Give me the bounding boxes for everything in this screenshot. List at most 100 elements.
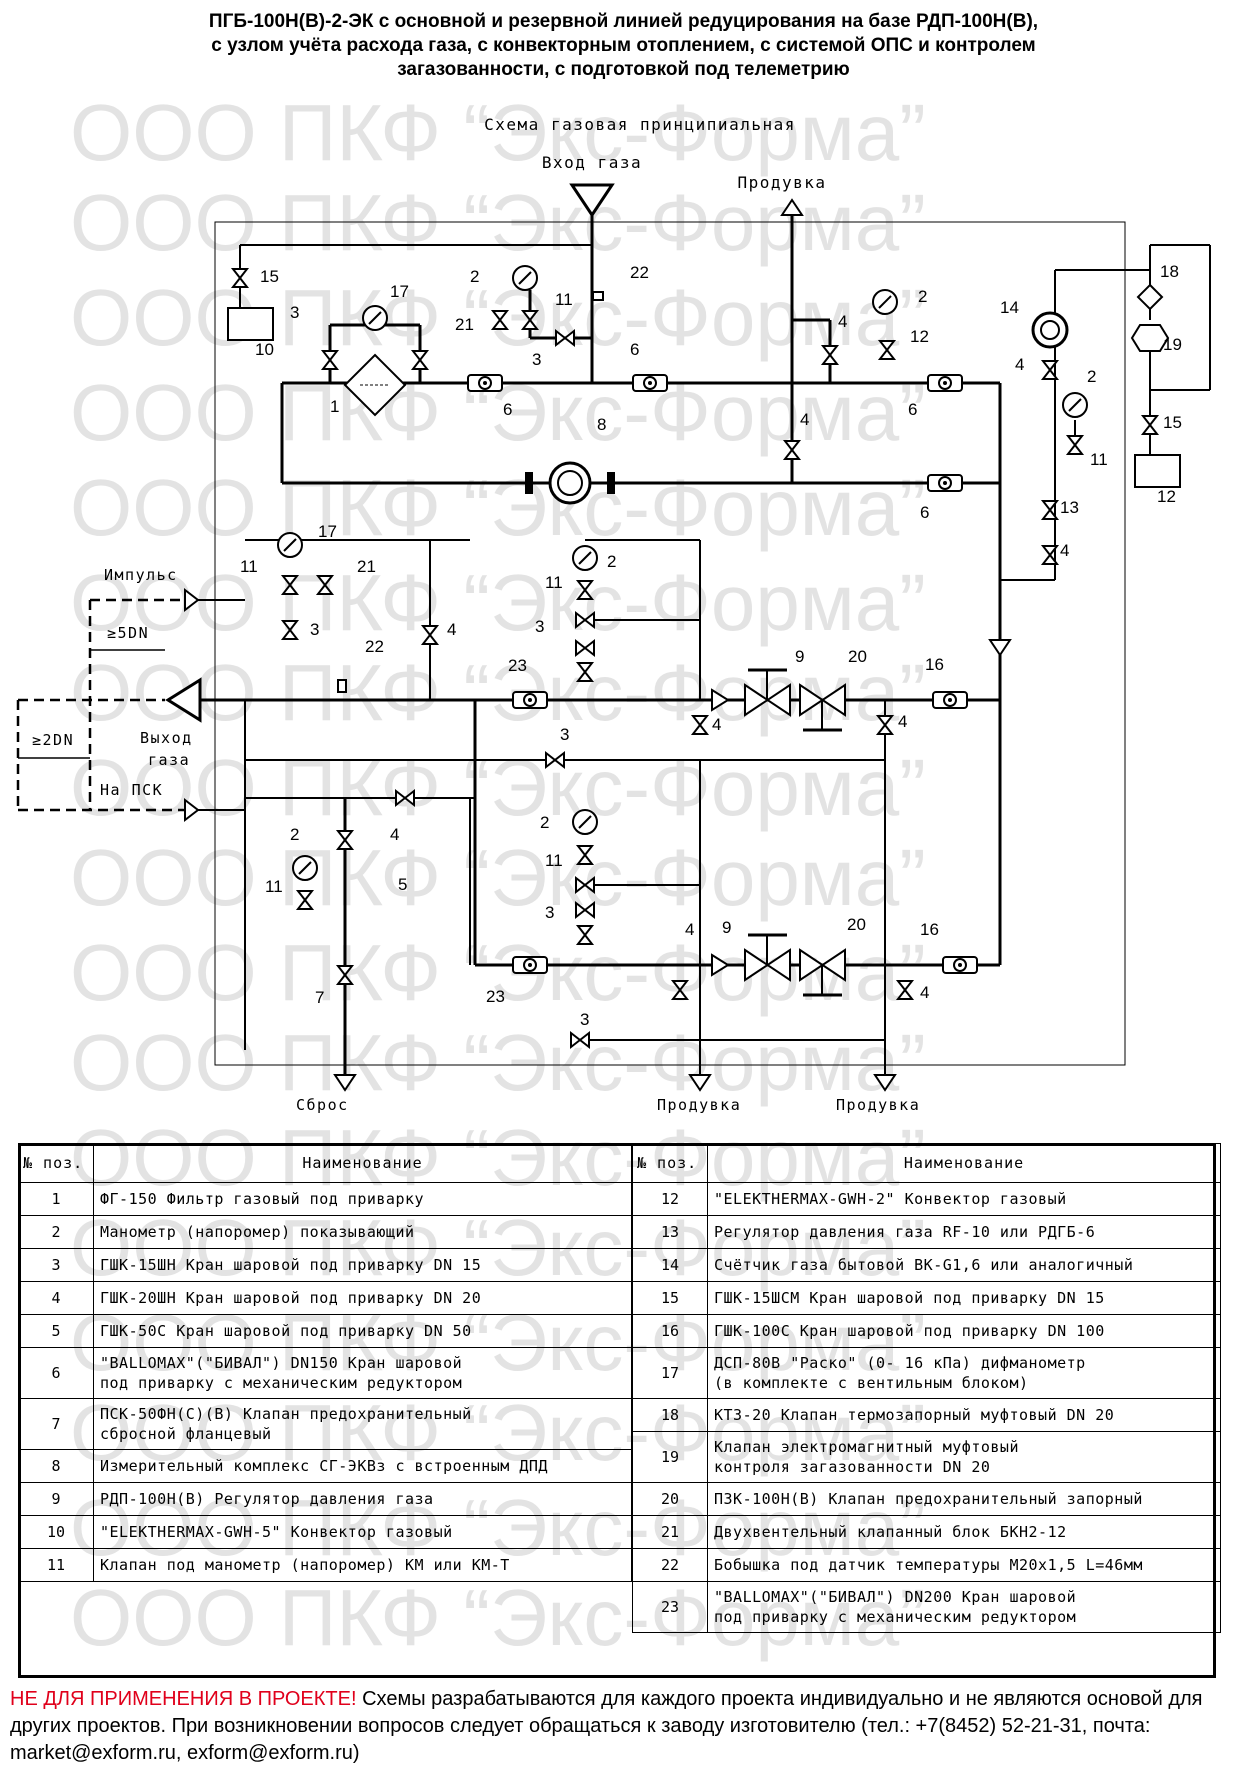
item-name-line: ФГ-150 Фильтр газовый под приварку <box>100 1190 425 1208</box>
pos-label-3f: 3 <box>545 903 554 922</box>
valve-4-lower-purge-b <box>897 980 913 1000</box>
ball-valve-16-lower <box>942 956 978 974</box>
pos-label-12b: 12 <box>1157 487 1176 506</box>
pos-label-22a: 22 <box>630 263 649 282</box>
valve-3-upper-a <box>575 612 595 628</box>
gauge-2-psk <box>292 855 318 881</box>
item-name-line: Счётчик газа бытовой ВК-G1,6 или аналоги… <box>714 1256 1134 1274</box>
valve-12-purge <box>879 340 895 360</box>
item-name: Измерительный комплекс СГ-ЭКВз с встроен… <box>93 1449 632 1483</box>
item-name-line: под приварку с механическим редуктором <box>714 1608 1077 1626</box>
item-name-line: ГШК-50С Кран шаровой под приварку DN 50 <box>100 1322 472 1340</box>
temp-boss-22-top <box>592 291 604 301</box>
gauge-2-purge <box>872 289 898 315</box>
item-name: ГШК-50С Кран шаровой под приварку DN 50 <box>93 1314 632 1348</box>
temp-boss-22-main <box>337 679 347 693</box>
outlet-pipe-dashed <box>16 598 185 812</box>
valve-4-lower-purge <box>672 980 688 1000</box>
gas-scheme: Схема газовая принципиальная Вход газа П… <box>16 115 1211 1114</box>
item-name-line: РДП-100Н(В) Регулятор давления газа <box>100 1490 434 1508</box>
valve-4-impulse <box>422 625 438 645</box>
position-number: 17 <box>632 1347 708 1399</box>
valve-11-impulse <box>282 575 298 595</box>
pos-label-2d: 2 <box>607 552 616 571</box>
gauge-2-lower <box>572 809 598 835</box>
pipelines <box>170 205 1211 1075</box>
valve-15-left <box>232 268 248 288</box>
pos-label-4b: 4 <box>800 410 809 429</box>
pos-label-4g: 4 <box>898 712 907 731</box>
purge-top-label: Продувка <box>737 173 826 192</box>
item-name: ГШК-20ШН Кран шаровой под приварку DN 20 <box>93 1281 632 1315</box>
pos-label-3d: 3 <box>535 617 544 636</box>
item-name-line: ДСП-80В "Раско" (0- 16 кПа) дифманометр <box>714 1354 1086 1372</box>
dp-gauge-17-impulse <box>277 532 303 558</box>
item-name: ГШК-15ШСМ Кран шаровой под приварку DN 1… <box>707 1281 1221 1315</box>
pos-label-23b: 23 <box>486 987 505 1006</box>
pos-label-18: 18 <box>1160 262 1179 281</box>
regulator-20-upper-icon <box>799 683 846 732</box>
gauge-2-upper <box>572 545 598 571</box>
valve-3-impulse <box>282 620 298 640</box>
pos-label-14: 14 <box>1000 298 1019 317</box>
pos-label-3b: 3 <box>532 350 541 369</box>
table-row: 10"ELEKTHERMAX-GWH-5" Конвектор газовый <box>18 1515 632 1549</box>
position-number: 1 <box>18 1182 94 1216</box>
page-title: ПГБ-100Н(В)-2-ЭК с основной и резервной … <box>0 10 1247 82</box>
pos-label-4j: 4 <box>920 983 929 1002</box>
title-line-1: ПГБ-100Н(В)-2-ЭК с основной и резервной … <box>208 11 1039 32</box>
position-number: 12 <box>632 1182 708 1216</box>
block-21-top <box>492 310 508 330</box>
pos-label-3e: 3 <box>560 725 569 744</box>
pos-label-4f: 4 <box>712 715 721 734</box>
position-number: 15 <box>632 1281 708 1315</box>
pos-label-20a: 20 <box>848 647 867 666</box>
pos-label-17a: 17 <box>390 282 409 301</box>
valve-3-filter-b <box>412 350 428 370</box>
position-number: 3 <box>18 1248 94 1282</box>
item-name-line: Клапан электромагнитный муфтовый <box>714 1438 1019 1456</box>
regulator-9-lower-icon <box>744 933 791 982</box>
valve-3-lower-a <box>575 877 595 893</box>
pos-label-17b: 17 <box>318 522 337 541</box>
pos-label-3g: 3 <box>580 1010 589 1029</box>
item-name: Счётчик газа бытовой ВК-G1,6 или аналоги… <box>707 1248 1221 1282</box>
valve-5-psk <box>337 830 353 850</box>
gas-out-arrow <box>165 677 202 723</box>
pos-label-15a: 15 <box>260 267 279 286</box>
impulse-label: Импульс <box>104 566 178 584</box>
item-name-line: КТЗ-20 Клапан термозапорный муфтовый DN … <box>714 1406 1115 1424</box>
purge-bottom-arrow-1 <box>688 1074 712 1092</box>
ball-valve-6-d <box>927 474 963 492</box>
pos-label-11f: 11 <box>545 851 563 870</box>
gas-in-arrow <box>569 183 615 218</box>
discharge-arrow <box>333 1074 357 1092</box>
col-name-header: Наименование <box>93 1143 632 1183</box>
item-name: ДСП-80В "Раско" (0- 16 кПа) дифманометр(… <box>707 1347 1221 1399</box>
item-name-line: Манометр (напоромер) показывающий <box>100 1223 415 1241</box>
title-line-3: загазованности, с подготовкой под телеме… <box>397 59 850 80</box>
gas-meter-icon <box>525 461 615 505</box>
valve-4-upper-purge <box>692 715 708 735</box>
item-name-line: ПСК-50ФН(С)(В) Клапан предохранительный <box>100 1405 472 1423</box>
item-name-line: Клапан под манометр (напоромер) КМ или К… <box>100 1556 510 1574</box>
valve-11-lower <box>577 845 593 865</box>
purge-bottom-arrow-2 <box>873 1074 897 1092</box>
pos-label-21b: 21 <box>357 557 376 576</box>
item-name: "ELEKTHERMAX-GWH-5" Конвектор газовый <box>93 1515 632 1549</box>
item-name: Манометр (напоромер) показывающий <box>93 1215 632 1249</box>
pos-label-3c: 3 <box>310 620 319 639</box>
pos-label-4e: 4 <box>447 620 456 639</box>
col-name-header-right: Наименование <box>707 1143 1221 1183</box>
